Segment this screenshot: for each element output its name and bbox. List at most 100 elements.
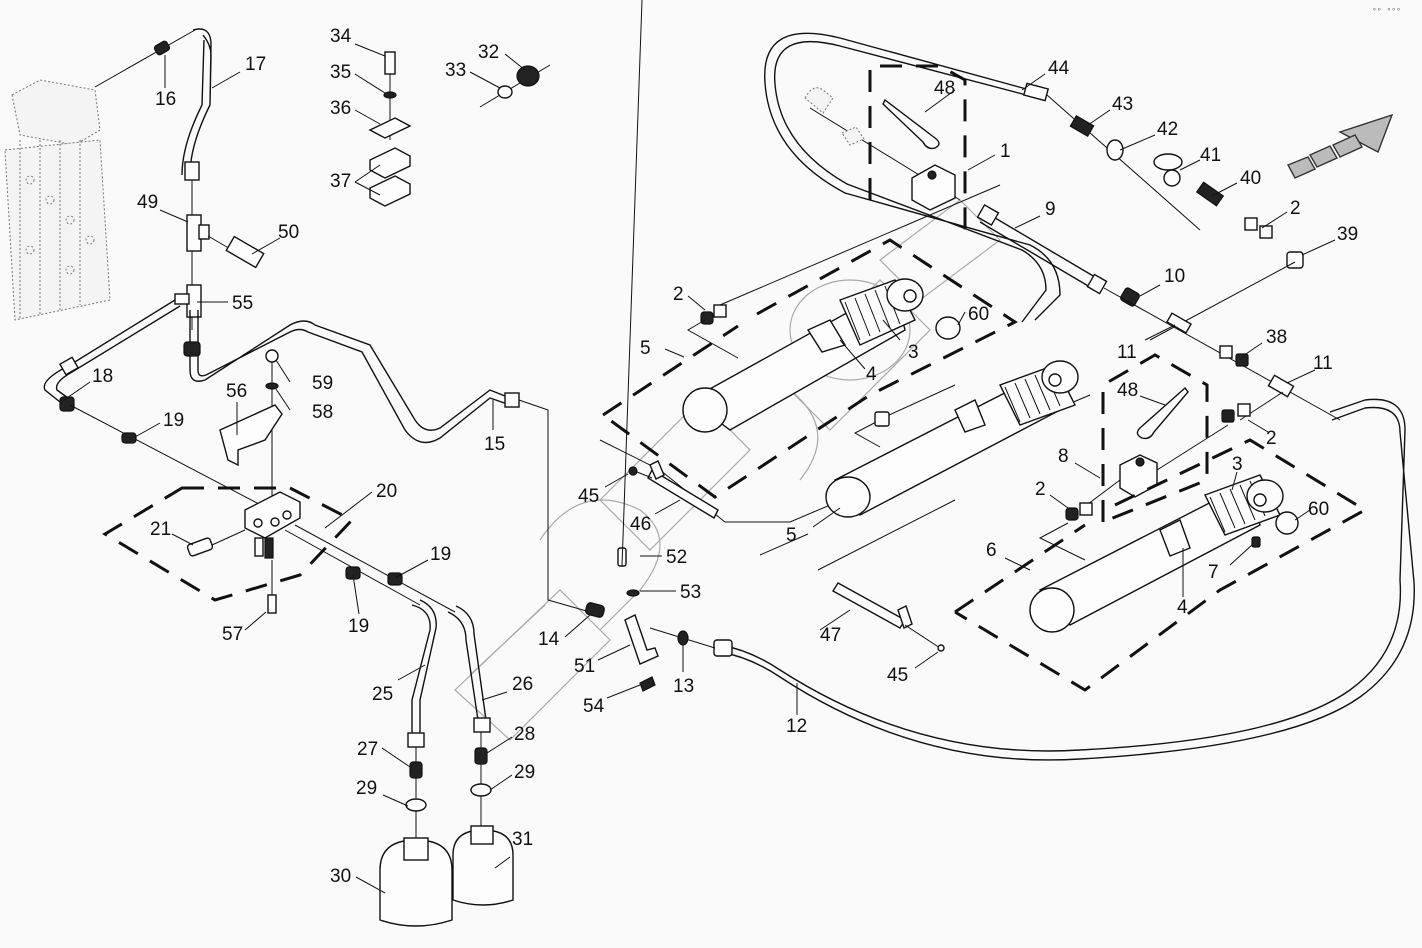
plate-36[interactable]	[368, 117, 412, 139]
callout-8[interactable]: 8	[1058, 446, 1069, 467]
callout-53[interactable]: 53	[680, 582, 701, 603]
callout-44[interactable]: 44	[1048, 58, 1070, 79]
clamp-37[interactable]	[369, 147, 411, 207]
callout-11-lower[interactable]: 11	[1313, 353, 1333, 374]
callout-25[interactable]: 25	[372, 684, 393, 705]
cylinder-upper[interactable]	[682, 278, 924, 433]
callout-7[interactable]: 7	[1208, 562, 1219, 583]
callout-55[interactable]: 55	[232, 293, 253, 314]
lever-48-lower[interactable]	[1136, 386, 1189, 440]
fitting-16[interactable]	[153, 40, 171, 56]
callout-48-upper[interactable]: 48	[934, 78, 955, 99]
callout-52[interactable]: 52	[666, 547, 687, 568]
hose-9[interactable]	[976, 203, 1108, 295]
callout-2-upper[interactable]: 2	[673, 284, 684, 305]
tee-11-upper[interactable]	[1166, 312, 1192, 334]
callout-41[interactable]: 41	[1200, 145, 1221, 166]
valve-block-20[interactable]	[244, 491, 301, 559]
callout-39[interactable]: 39	[1337, 224, 1358, 245]
pipe-26[interactable]	[447, 605, 487, 721]
bolt-57[interactable]	[267, 594, 277, 614]
pin-47[interactable]	[832, 582, 913, 629]
callout-49[interactable]: 49	[137, 192, 158, 213]
callout-35[interactable]: 35	[330, 62, 351, 83]
hose-44[interactable]	[764, 32, 1061, 323]
pressure-switch-50[interactable]	[225, 235, 265, 269]
callout-33[interactable]: 33	[445, 60, 466, 81]
callout-56[interactable]: 56	[226, 381, 247, 402]
accumulator-30[interactable]	[379, 837, 453, 927]
adapter-28[interactable]	[474, 747, 488, 765]
pipe-25[interactable]	[411, 599, 437, 735]
callout-19-right[interactable]: 19	[430, 544, 451, 565]
fitting-2-top[interactable]	[1244, 217, 1273, 239]
callout-17[interactable]: 17	[245, 54, 266, 75]
nut-32[interactable]	[516, 65, 540, 87]
callout-2-lower[interactable]: 2	[1035, 479, 1046, 500]
elbow-39[interactable]	[1286, 251, 1304, 269]
callout-42[interactable]: 42	[1157, 119, 1178, 140]
cylinder-right[interactable]	[1029, 474, 1284, 633]
callout-57[interactable]: 57	[222, 624, 243, 645]
fitting-10[interactable]	[1120, 287, 1141, 307]
plug-21[interactable]	[186, 537, 214, 557]
callout-31[interactable]: 31	[512, 829, 533, 850]
callout-5-upper[interactable]: 5	[640, 338, 651, 359]
tee-11-lower[interactable]	[1267, 374, 1295, 398]
breather-7[interactable]	[1251, 536, 1261, 548]
callout-47[interactable]: 47	[820, 625, 841, 646]
callout-59[interactable]: 59	[312, 373, 333, 394]
fitting-14[interactable]	[585, 602, 605, 618]
callout-19-left[interactable]: 19	[163, 410, 184, 431]
callout-13[interactable]: 13	[673, 676, 694, 697]
valve-8[interactable]	[1119, 454, 1158, 498]
callout-20[interactable]: 20	[376, 481, 397, 502]
callout-50[interactable]: 50	[278, 222, 299, 243]
callout-27[interactable]: 27	[357, 739, 378, 760]
callout-29-right[interactable]: 29	[514, 762, 535, 783]
pipe-15[interactable]	[189, 310, 511, 444]
pin-46[interactable]	[647, 460, 719, 519]
callout-45-left[interactable]: 45	[578, 486, 599, 507]
accumulator-31[interactable]	[452, 825, 514, 906]
cap-42[interactable]	[1106, 139, 1124, 161]
callout-3-upper[interactable]: 3	[908, 342, 919, 363]
callout-6[interactable]: 6	[986, 540, 997, 561]
coupling-40[interactable]	[1195, 181, 1225, 207]
bolt-34[interactable]	[384, 51, 396, 75]
callout-3-lower[interactable]: 3	[1232, 454, 1243, 475]
callout-12[interactable]: 12	[786, 716, 807, 737]
seal-29[interactable]	[405, 783, 492, 812]
valve-1[interactable]	[911, 164, 956, 211]
tee-55[interactable]	[174, 284, 202, 318]
callout-5-lower[interactable]: 5	[786, 525, 797, 546]
seal-13[interactable]	[677, 630, 689, 646]
cylinder-middle[interactable]	[825, 360, 1079, 518]
callout-11-upper[interactable]: 11	[1117, 342, 1137, 363]
callout-14[interactable]: 14	[538, 629, 560, 650]
callout-15[interactable]: 15	[484, 434, 505, 455]
callout-30[interactable]: 30	[330, 866, 351, 887]
fitting-2-upper[interactable]	[700, 304, 727, 325]
callout-10[interactable]: 10	[1164, 266, 1185, 287]
fitting-2-right[interactable]	[1221, 403, 1251, 423]
tee-49[interactable]	[186, 214, 210, 252]
callout-28[interactable]: 28	[514, 724, 535, 745]
callout-21[interactable]: 21	[150, 519, 171, 540]
callout-60-upper[interactable]: 60	[968, 304, 989, 325]
cap-41[interactable]	[1153, 153, 1183, 187]
callout-2-right[interactable]: 2	[1266, 428, 1277, 449]
callout-54[interactable]: 54	[583, 696, 605, 717]
callout-2-top[interactable]: 2	[1290, 198, 1301, 219]
callout-37[interactable]: 37	[330, 171, 351, 192]
callout-34[interactable]: 34	[330, 26, 352, 47]
fitting-2-lower[interactable]	[1065, 502, 1093, 521]
bracket-51[interactable]	[624, 614, 659, 665]
callout-58[interactable]: 58	[312, 402, 333, 423]
callout-19-mid[interactable]: 19	[348, 616, 369, 637]
hose-12[interactable]	[719, 398, 1415, 761]
callout-9[interactable]: 9	[1045, 199, 1056, 220]
callout-36[interactable]: 36	[330, 98, 351, 119]
callout-38[interactable]: 38	[1266, 327, 1287, 348]
callout-18[interactable]: 18	[92, 366, 113, 387]
